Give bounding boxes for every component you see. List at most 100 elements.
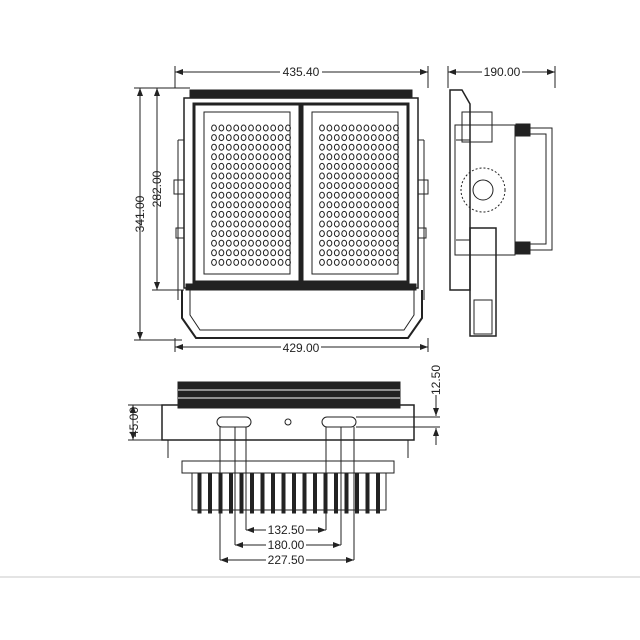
fin: [302, 472, 307, 514]
led: [248, 124, 254, 132]
led: [218, 153, 225, 161]
led: [211, 258, 217, 266]
led: [255, 182, 262, 190]
led: [333, 143, 340, 151]
led: [326, 230, 333, 238]
led: [326, 153, 333, 161]
led: [240, 153, 247, 161]
led: [218, 172, 225, 180]
led: [248, 182, 254, 190]
led: [262, 249, 269, 257]
dim-body-height: 282.00: [150, 170, 164, 207]
led: [248, 258, 254, 266]
led: [326, 124, 333, 132]
led: [333, 162, 340, 170]
led: [385, 143, 392, 151]
led: [363, 210, 370, 218]
led: [270, 239, 277, 247]
led: [385, 162, 392, 170]
led: [341, 172, 348, 180]
led: [319, 124, 325, 132]
led: [218, 230, 225, 238]
led: [356, 201, 362, 209]
led: [218, 143, 225, 151]
led: [270, 124, 277, 132]
led: [277, 172, 284, 180]
led: [385, 153, 392, 161]
led: [277, 220, 284, 228]
led: [356, 134, 362, 142]
led: [255, 258, 262, 266]
led: [333, 258, 340, 266]
led: [326, 220, 333, 228]
fin: [334, 472, 338, 514]
led: [225, 230, 232, 238]
led: [270, 162, 277, 170]
led: [211, 249, 217, 257]
led: [363, 201, 370, 209]
led: [319, 134, 325, 142]
led: [363, 249, 370, 257]
led: [233, 249, 240, 257]
led: [341, 182, 348, 190]
led: [326, 249, 333, 257]
led: [348, 201, 355, 209]
fin: [292, 472, 296, 514]
led: [285, 172, 291, 180]
led: [341, 210, 348, 218]
fin: [208, 472, 212, 514]
led: [218, 258, 225, 266]
led: [378, 230, 385, 238]
led: [255, 134, 262, 142]
led: [270, 153, 277, 161]
led: [211, 220, 217, 228]
heatsink-fins: [197, 472, 380, 514]
led: [225, 201, 232, 209]
led: [393, 249, 399, 257]
led: [218, 191, 225, 199]
led: [270, 191, 277, 199]
led: [255, 230, 262, 238]
led: [363, 239, 370, 247]
dim-overall-height: 341.00: [133, 195, 147, 232]
led: [248, 230, 254, 238]
led: [233, 162, 240, 170]
led: [370, 153, 377, 161]
led: [363, 258, 370, 266]
led: [356, 162, 362, 170]
led: [356, 143, 362, 151]
led: [363, 220, 370, 228]
led: [248, 143, 254, 151]
led: [211, 162, 217, 170]
led: [240, 182, 247, 190]
led: [385, 124, 392, 132]
led: [319, 191, 325, 199]
fin: [260, 472, 265, 514]
led: [285, 249, 291, 257]
led: [326, 210, 333, 218]
led: [333, 182, 340, 190]
led: [225, 143, 232, 151]
led: [277, 239, 284, 247]
led: [370, 220, 377, 228]
dim-body-depth: 45.00: [127, 407, 141, 437]
led: [233, 153, 240, 161]
led: [270, 143, 277, 151]
dim-slot-mid: 180.00: [268, 538, 305, 552]
led: [225, 153, 232, 161]
led: [248, 162, 254, 170]
led: [326, 134, 333, 142]
led: [218, 249, 225, 257]
led: [348, 182, 355, 190]
led: [211, 201, 217, 209]
led: [211, 153, 217, 161]
led: [385, 220, 392, 228]
led: [277, 230, 284, 238]
led: [385, 230, 392, 238]
led: [218, 201, 225, 209]
led: [348, 249, 355, 257]
led: [218, 162, 225, 170]
led: [348, 210, 355, 218]
led: [248, 249, 254, 257]
divider: [0, 576, 640, 578]
